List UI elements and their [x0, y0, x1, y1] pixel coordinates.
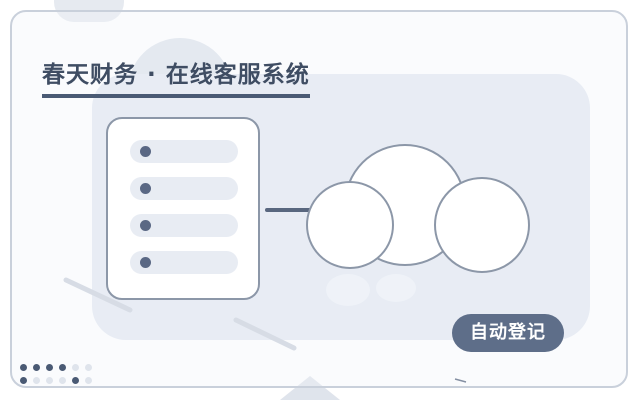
dot — [72, 377, 79, 384]
cloud-circle-right — [434, 177, 530, 273]
connector-line — [265, 208, 331, 212]
dot — [85, 377, 92, 384]
dot — [46, 377, 53, 384]
dot — [20, 377, 27, 384]
cloud-shadow — [326, 274, 370, 306]
bullet-icon — [140, 183, 151, 194]
decor-stroke-mid — [233, 317, 297, 351]
page-title: 春天财务 · 在线客服系统 — [42, 60, 310, 98]
decor-triangle — [280, 376, 340, 400]
list-card — [106, 117, 260, 300]
list-item — [130, 214, 238, 237]
dot — [33, 364, 40, 371]
decor-tick — [454, 378, 467, 383]
dot — [59, 377, 66, 384]
bullet-icon — [140, 257, 151, 268]
dot — [85, 364, 92, 371]
dot — [46, 364, 53, 371]
bullet-icon — [140, 220, 151, 231]
list-item — [130, 177, 238, 200]
list-item — [130, 140, 238, 163]
dot — [33, 377, 40, 384]
list-item — [130, 251, 238, 274]
cloud-shadow-2 — [376, 274, 416, 302]
dot — [59, 364, 66, 371]
dot-pattern — [18, 362, 108, 392]
dot — [72, 364, 79, 371]
cloud-circle-left — [306, 181, 394, 269]
decor-stroke-left — [63, 277, 133, 313]
bullet-icon — [140, 146, 151, 157]
auto-register-button[interactable]: 自动登记 — [452, 314, 564, 352]
dot — [20, 364, 27, 371]
